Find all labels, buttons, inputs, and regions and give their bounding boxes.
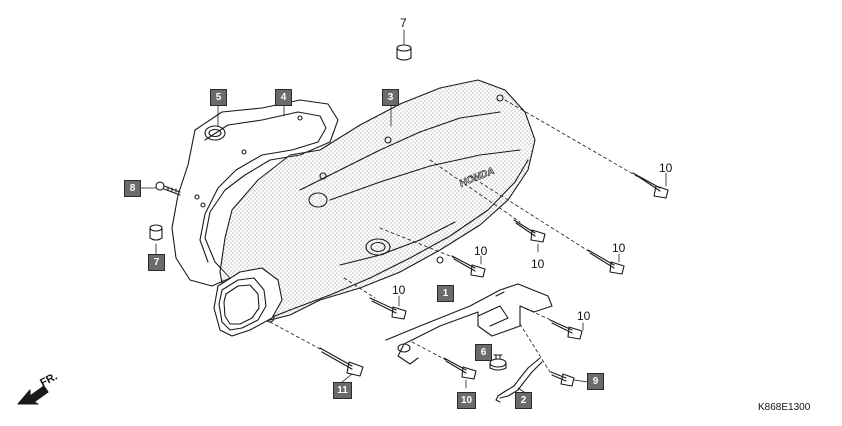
callout-10-bracket: 10 xyxy=(577,309,591,323)
flange-bolt-bottom xyxy=(443,357,477,380)
callout-5: 5 xyxy=(210,89,227,106)
callout-8: 8 xyxy=(124,180,141,197)
flange-bolt-bracket xyxy=(549,319,583,340)
callout-3: 3 xyxy=(382,89,399,106)
callout-6: 6 xyxy=(475,344,492,361)
callout-10-center-right: 10 xyxy=(531,257,545,271)
callout-11: 11 xyxy=(333,382,352,399)
callout-7-left: 7 xyxy=(148,254,165,271)
flange-bolt-lower-center xyxy=(369,297,407,320)
callout-10-center: 10 xyxy=(474,244,488,258)
diagram-code: K868E1300 xyxy=(758,402,811,413)
callout-1: 1 xyxy=(437,285,454,302)
flange-bolt-upper-right xyxy=(632,172,669,199)
callout-9: 9 xyxy=(587,373,604,390)
leader-lines xyxy=(138,29,667,393)
clamp-part xyxy=(495,357,543,403)
front-direction-arrow-icon xyxy=(17,385,49,405)
flange-bolt-center-right xyxy=(513,219,546,243)
screw-part xyxy=(155,181,181,196)
grommet-part xyxy=(489,354,507,371)
bracket-stay-part xyxy=(385,283,553,365)
callout-10-mid-right: 10 xyxy=(612,241,626,255)
collar-part-left xyxy=(149,224,163,241)
callout-2: 2 xyxy=(515,392,532,409)
long-flange-bolt xyxy=(319,347,364,377)
callout-10-lower-center: 10 xyxy=(392,283,406,297)
collar-part-top xyxy=(396,44,412,61)
flange-bolt-mid-right xyxy=(587,249,625,275)
left-crankcase-cover xyxy=(213,79,536,337)
callout-10-bottom: 10 xyxy=(457,392,476,409)
bolt-9-part xyxy=(550,371,575,387)
callout-7-top: 7 xyxy=(400,16,407,30)
flange-bolt-center xyxy=(451,255,486,278)
gasket-part xyxy=(171,99,339,287)
callout-4: 4 xyxy=(275,89,292,106)
dust-seal-part xyxy=(204,125,226,141)
callout-10-upper-right: 10 xyxy=(659,161,673,175)
